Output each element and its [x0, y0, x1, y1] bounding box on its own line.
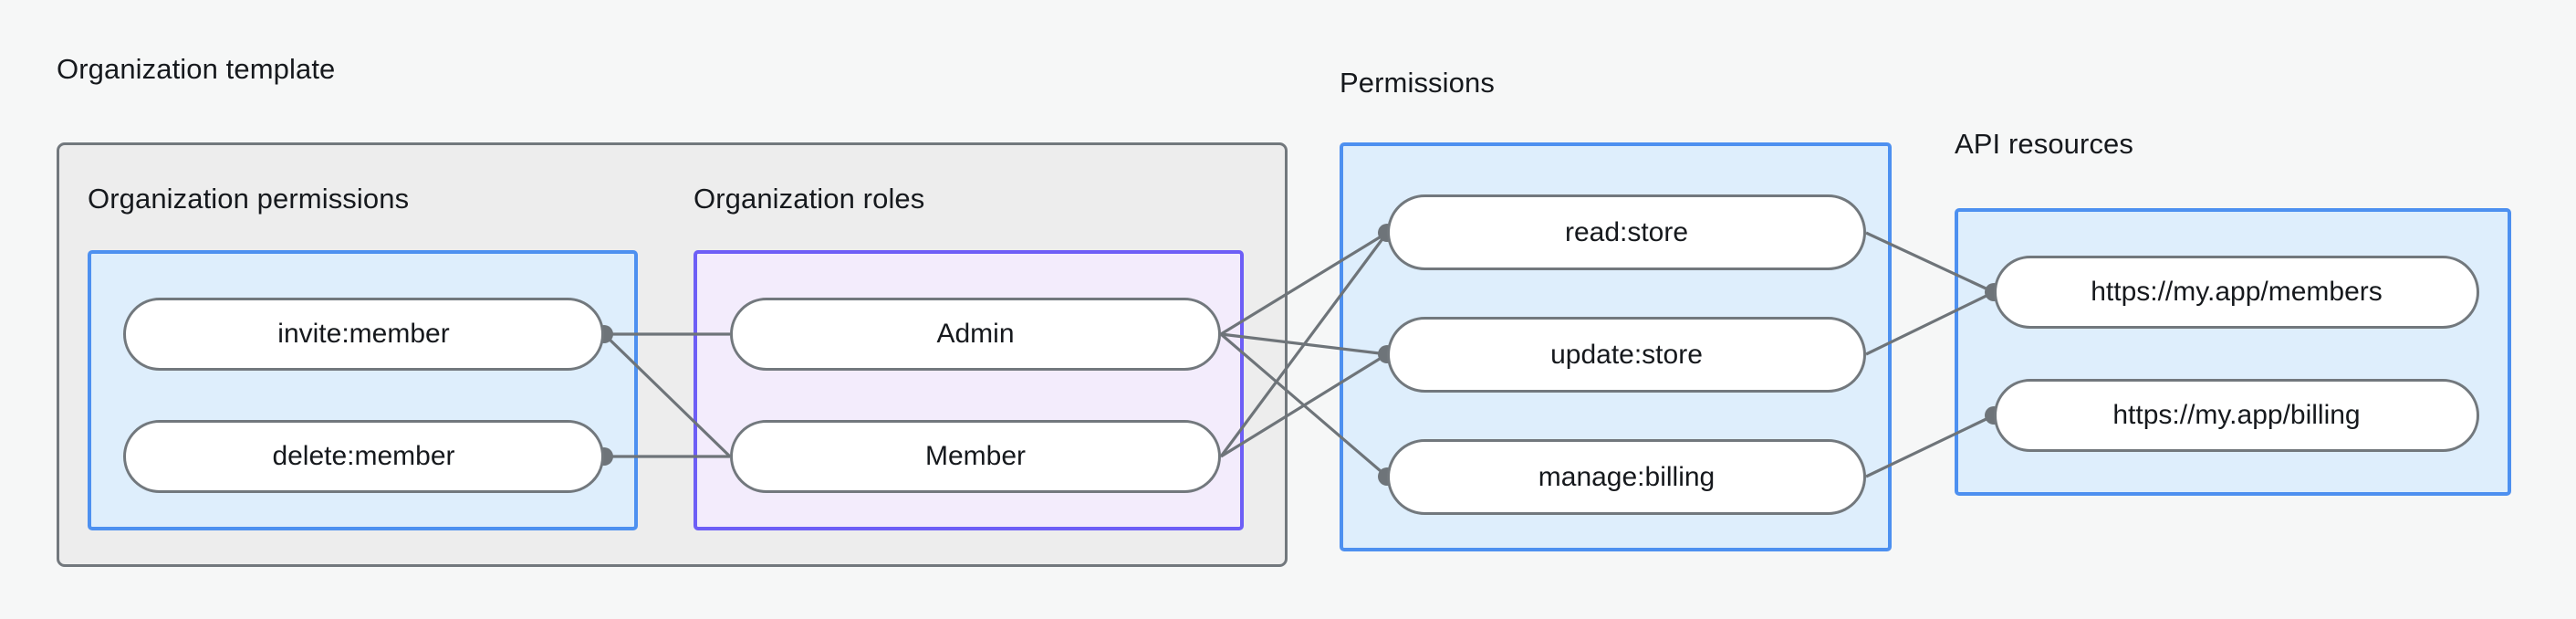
- node-members-url[interactable]: https://my.app/members: [1994, 256, 2479, 329]
- node-billing-url[interactable]: https://my.app/billing: [1994, 379, 2479, 452]
- node-read-store[interactable]: read:store: [1387, 194, 1866, 270]
- node-delete-member[interactable]: delete:member: [123, 420, 604, 493]
- node-invite-member[interactable]: invite:member: [123, 298, 604, 371]
- api-resources-group: [1955, 208, 2511, 496]
- api-resources-title: API resources: [1955, 128, 2133, 160]
- permissions-title: Permissions: [1340, 67, 1495, 99]
- node-member[interactable]: Member: [730, 420, 1221, 493]
- node-update-store[interactable]: update:store: [1387, 317, 1866, 393]
- organization-template-title: Organization template: [57, 53, 336, 85]
- organization-permissions-title: Organization permissions: [88, 183, 410, 215]
- organization-roles-title: Organization roles: [694, 183, 925, 215]
- node-manage-billing[interactable]: manage:billing: [1387, 439, 1866, 515]
- node-admin[interactable]: Admin: [730, 298, 1221, 371]
